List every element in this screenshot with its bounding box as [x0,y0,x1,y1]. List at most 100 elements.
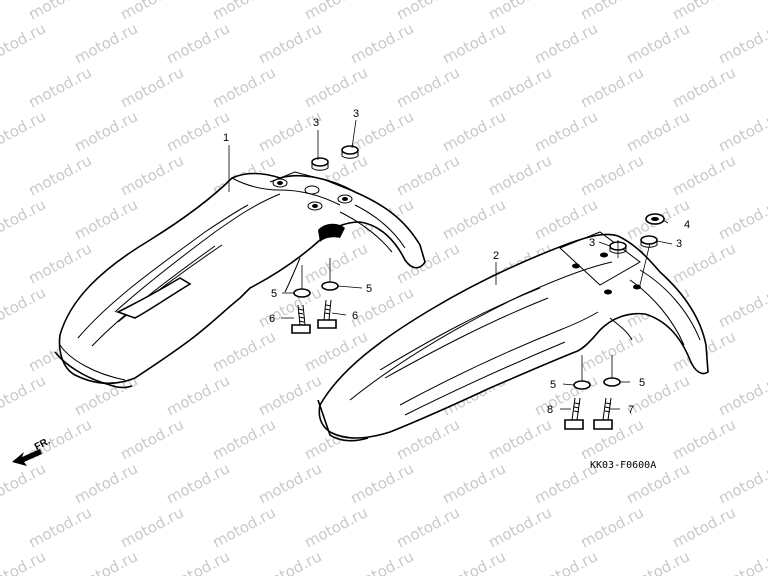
watermark-text: motod.ru [0,0,3,24]
washer-5b [321,281,339,291]
watermark-text: motod.ru [439,107,508,155]
watermark-text: motod.ru [255,107,324,155]
watermark-text: motod.ru [0,151,3,199]
watermark-text: motod.ru [163,19,232,67]
watermark-text: motod.ru [393,151,462,199]
washer-5c [573,380,591,390]
watermark-text: motod.ru [669,151,738,199]
watermark-text: motod.ru [71,195,140,243]
callout-3a: 3 [313,117,319,129]
bolt-6b [317,299,337,329]
watermark-text: motod.ru [623,19,692,67]
watermark-text: motod.ru [255,547,324,576]
watermark-text: motod.ru [255,283,324,331]
watermark-text: motod.ru [393,63,462,111]
watermark-text: motod.ru [715,547,768,576]
watermark-text: motod.ru [163,547,232,576]
watermark-text: motod.ru [0,327,3,375]
watermark-text: motod.ru [209,503,278,551]
grommet-3b [341,145,359,159]
callout-5b: 5 [366,283,372,295]
callout-3c: 3 [589,237,595,249]
callout-6a: 6 [269,313,275,325]
watermark-text: motod.ru [71,459,140,507]
callout-5a: 5 [271,288,277,300]
watermark-text: motod.ru [209,415,278,463]
watermark-text: motod.ru [623,547,692,576]
watermark-text: motod.ru [301,63,370,111]
watermark-text: motod.ru [0,19,49,67]
watermark-text: motod.ru [577,151,646,199]
watermark-text: motod.ru [347,19,416,67]
watermark-text: motod.ru [209,0,278,24]
watermark-text: motod.ru [255,371,324,419]
bolt-6a [291,304,311,334]
bolt-8 [564,397,584,430]
arrow-left-icon [12,449,42,466]
watermark-text: motod.ru [577,63,646,111]
callout-3b: 3 [353,108,359,120]
watermark-text: motod.ru [669,0,738,24]
watermark-text: motod.ru [485,503,554,551]
callout-7: 7 [628,404,634,416]
watermark-text: motod.ru [669,503,738,551]
watermark-text: motod.ru [71,547,140,576]
watermark-text: motod.ru [117,415,186,463]
watermark-text: motod.ru [715,371,768,419]
grommet-4 [645,213,665,225]
watermark-text: motod.ru [25,503,94,551]
watermark-text: motod.ru [117,151,186,199]
watermark-text: motod.ru [577,503,646,551]
watermark-text: motod.ru [485,151,554,199]
callout-1: 1 [223,132,229,144]
fender-part-2 [317,231,709,442]
watermark-text: motod.ru [531,19,600,67]
watermark-text: motod.ru [0,195,49,243]
watermark-text: motod.ru [347,547,416,576]
callout-5d: 5 [639,377,645,389]
watermark-text: motod.ru [715,283,768,331]
diagram-code: KK03-F0600A [590,460,656,471]
watermark-text: motod.ru [393,0,462,24]
watermark-text: motod.ru [439,547,508,576]
watermark-text: motod.ru [209,63,278,111]
watermark-text: motod.ru [71,19,140,67]
washer-5d [603,377,621,387]
watermark-text: motod.ru [25,151,94,199]
watermark-text: motod.ru [25,0,94,24]
watermark-text: motod.ru [531,371,600,419]
watermark-text: motod.ru [255,19,324,67]
watermark-text: motod.ru [0,107,49,155]
watermark-text: motod.ru [715,107,768,155]
bolt-7 [593,397,613,430]
watermark-text: motod.ru [301,0,370,24]
callout-3d: 3 [676,238,682,250]
watermark-text: motod.ru [715,459,768,507]
watermark-text: motod.ru [715,195,768,243]
watermark-text: motod.ru [485,0,554,24]
watermark-text: motod.ru [393,503,462,551]
watermark-text: motod.ru [0,415,3,463]
watermark-text: motod.ru [25,63,94,111]
watermark-text: motod.ru [577,0,646,24]
callout-8: 8 [547,404,553,416]
watermark-text: motod.ru [485,63,554,111]
watermark-text: motod.ru [439,459,508,507]
watermark-text: motod.ru [347,459,416,507]
watermark-text: motod.ru [623,107,692,155]
watermark-text: motod.ru [25,239,94,287]
watermark-text: motod.ru [669,63,738,111]
watermark-text: motod.ru [209,327,278,375]
fender-part-1 [54,171,426,389]
watermark-text: motod.ru [439,195,508,243]
watermark-text: motod.ru [117,63,186,111]
watermark-text: motod.ru [117,503,186,551]
callout-2: 2 [493,250,499,262]
watermark-text: motod.ru [301,503,370,551]
watermark-text: motod.ru [531,547,600,576]
part-2-hardware [495,213,673,430]
watermark-text: motod.ru [0,547,49,576]
part-1-hardware [228,119,363,334]
watermark-text: motod.ru [0,63,3,111]
